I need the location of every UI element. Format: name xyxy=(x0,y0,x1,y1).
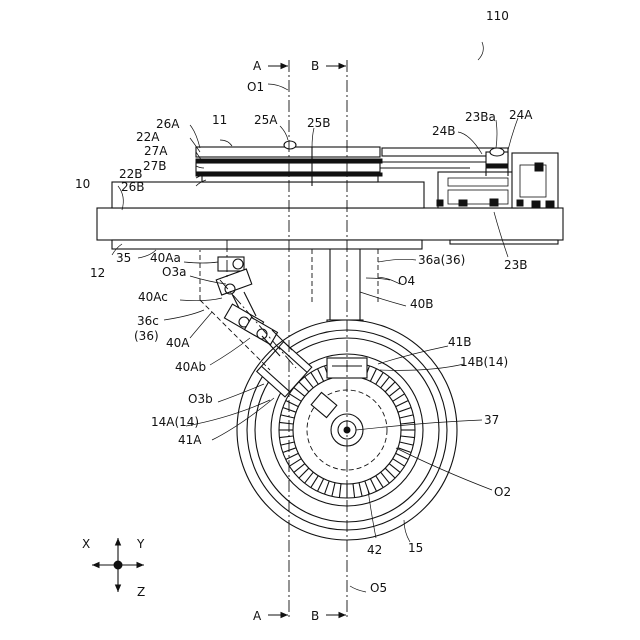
label-40b: 40B xyxy=(410,297,434,311)
label-42: 42 xyxy=(367,543,382,557)
section-b-bottom: B xyxy=(311,609,319,623)
axis-indicator: X Y Z xyxy=(82,537,145,599)
label-22a: 22A xyxy=(136,130,160,144)
label-23b: 23B xyxy=(504,258,528,272)
label-41b: 41B xyxy=(448,335,472,349)
label-40a: 40A xyxy=(166,336,190,350)
label-40ac: 40Ac xyxy=(138,290,168,304)
label-36-paren: (36) xyxy=(134,329,159,343)
label-36a: 36a(36) xyxy=(418,253,465,267)
pulley-22b xyxy=(196,163,380,172)
label-40ab: 40Ab xyxy=(175,360,206,374)
label-22b: 22B xyxy=(119,167,143,181)
ujoint-shaft-40a xyxy=(216,257,292,356)
label-35: 35 xyxy=(116,251,131,265)
axis-z-label: Z xyxy=(137,585,145,599)
label-24b: 24B xyxy=(432,124,456,138)
lower-frame xyxy=(112,240,422,249)
label-11: 11 xyxy=(212,113,227,127)
label-41a: 41A xyxy=(178,433,202,447)
axis-y-label: Y xyxy=(136,537,145,551)
section-b-top: B xyxy=(311,59,319,73)
upper-frame xyxy=(112,182,424,208)
label-o4: O4 xyxy=(398,274,415,288)
label-o3b: O3b xyxy=(188,392,213,406)
label-25b: 25B xyxy=(307,116,331,130)
section-a-top: A xyxy=(253,59,262,73)
label-o2: O2 xyxy=(494,485,511,499)
label-14b: 14B(14) xyxy=(460,355,508,369)
label-14a: 14A(14) xyxy=(151,415,199,429)
label-15: 15 xyxy=(408,541,423,555)
right-bracket xyxy=(450,240,558,244)
label-26a: 26A xyxy=(156,117,180,131)
motor-shaft-23ba xyxy=(490,148,504,156)
base-plate xyxy=(97,208,563,240)
label-27a: 27A xyxy=(144,144,168,158)
label-26b: 26B xyxy=(121,180,145,194)
label-25a: 25A xyxy=(254,113,278,127)
pulley-base xyxy=(202,176,378,182)
label-o3a: O3a xyxy=(162,265,186,279)
axis-x-label: X xyxy=(82,537,90,551)
label-10: 10 xyxy=(75,177,90,191)
label-24a: 24A xyxy=(509,108,533,122)
label-23ba: 23Ba xyxy=(465,110,496,124)
label-36c: 36c xyxy=(137,314,159,328)
label-40aa: 40Aa xyxy=(150,251,181,265)
label-110: 110 xyxy=(486,9,509,23)
label-o5: O5 xyxy=(370,581,387,595)
section-a-bottom: A xyxy=(253,609,262,623)
label-o1: O1 xyxy=(247,80,264,94)
bolt-25a xyxy=(284,141,296,149)
label-27b: 27B xyxy=(143,159,167,173)
label-37: 37 xyxy=(484,413,499,427)
label-12: 12 xyxy=(90,266,105,280)
